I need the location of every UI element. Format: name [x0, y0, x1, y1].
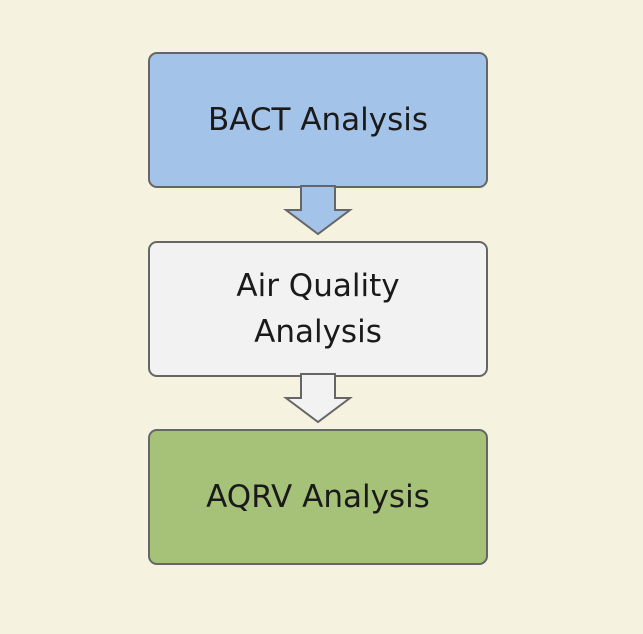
- step-bact-analysis-label: BACT Analysis: [207, 102, 429, 138]
- down-arrow-2-shape: [283, 373, 353, 424]
- step-air-quality-analysis: Air Quality Analysis: [148, 241, 488, 377]
- down-arrow-1: [283, 185, 353, 236]
- step-air-quality-analysis-label: Air Quality Analysis: [236, 263, 399, 355]
- step-aqrv-analysis-label: AQRV Analysis: [206, 479, 430, 515]
- step-bact-analysis: BACT Analysis: [148, 52, 488, 188]
- step-air-quality-analysis-line-2: Analysis: [254, 314, 382, 350]
- step-air-quality-analysis-line-1: Air Quality: [236, 268, 400, 304]
- step-aqrv-analysis: AQRV Analysis: [148, 429, 488, 565]
- down-arrow-1-shape: [283, 185, 353, 236]
- down-arrow-2: [283, 373, 353, 424]
